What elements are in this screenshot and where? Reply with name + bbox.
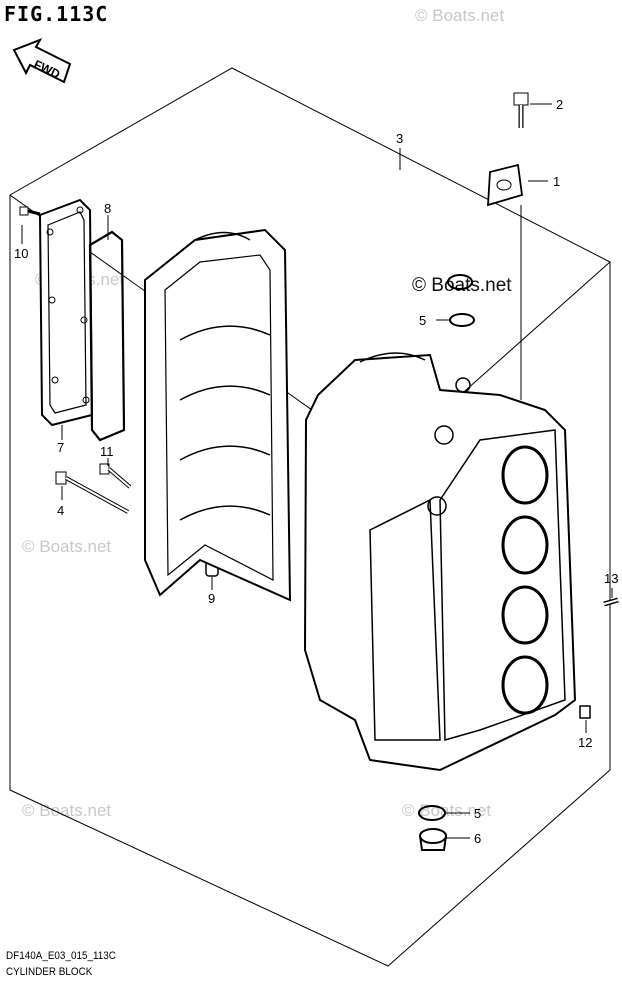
callout-2: 2 <box>556 97 563 112</box>
watermark-top-right: © Boats.net <box>415 6 505 25</box>
callout-5-lower: 5 <box>474 806 481 821</box>
long-bolt-4 <box>55 471 129 514</box>
plug-12 <box>579 705 591 719</box>
callout-13: 13 <box>604 571 618 586</box>
callout-11: 11 <box>100 444 114 459</box>
figure-title: FIG.113C <box>4 2 109 26</box>
plug-6-upper <box>447 274 473 290</box>
bracket-1 <box>487 163 523 207</box>
fwd-arrow-icon: FWD <box>12 38 72 84</box>
figure-code: DF140A_E03_015_113C <box>6 950 116 962</box>
cylinder-block <box>303 352 577 772</box>
callout-1: 1 <box>553 174 560 189</box>
cover-gasket <box>88 230 126 442</box>
bolt-10 <box>19 206 41 216</box>
callout-3: 3 <box>396 131 403 146</box>
short-bolt-11 <box>99 463 132 489</box>
watermark-left-middle: © Boats.net <box>22 537 112 556</box>
crankcase-half <box>144 228 292 602</box>
leader-lines <box>21 103 613 839</box>
cover-plate <box>38 198 94 427</box>
stud-13 <box>603 597 619 607</box>
callout-9: 9 <box>208 591 215 606</box>
watermark-featured: © Boats.net <box>412 275 512 296</box>
callout-12: 12 <box>578 735 592 750</box>
washer-5-upper <box>449 313 475 327</box>
callout-10: 10 <box>14 246 28 261</box>
watermark-right-lower: © Boats.net <box>402 801 492 820</box>
callout-8: 8 <box>104 201 111 216</box>
figure-name: CYLINDER BLOCK <box>6 966 93 978</box>
callout-6: 6 <box>474 831 481 846</box>
callout-7: 7 <box>57 440 64 455</box>
bolt-2 <box>513 92 529 128</box>
callout-5-upper: 5 <box>419 313 426 328</box>
washer-5-lower <box>418 805 446 821</box>
callout-4: 4 <box>57 503 64 518</box>
plug-6-lower <box>419 828 447 851</box>
